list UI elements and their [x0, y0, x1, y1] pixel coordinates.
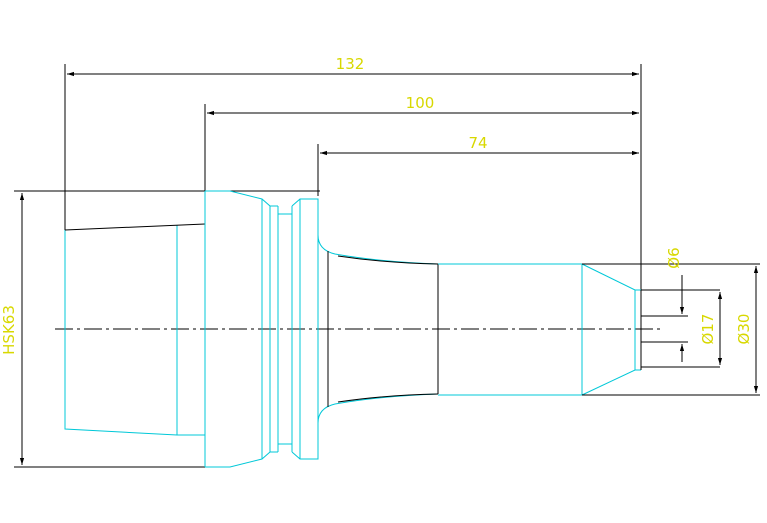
- nose-body: [438, 263, 642, 396]
- bore: [641, 289, 720, 368]
- dimension-74-label: 74: [468, 134, 487, 152]
- dimension-100-label: 100: [406, 94, 435, 112]
- dimension-132: 132: [64, 55, 642, 290]
- neck: [317, 199, 439, 459]
- dimension-d30: Ø30: [735, 266, 759, 393]
- dimension-100: 100: [204, 94, 639, 192]
- dimension-74: 74: [317, 134, 639, 196]
- dimension-d30-label: Ø30: [735, 314, 753, 345]
- dimension-d17: Ø17: [699, 292, 723, 365]
- dimension-d6: Ø6: [665, 247, 685, 362]
- flange: [205, 190, 319, 468]
- dimension-hsk63: HSK63: [0, 190, 320, 468]
- dimension-d17-label: Ø17: [699, 314, 717, 345]
- dimension-132-label: 132: [336, 55, 365, 73]
- taper-shank: [64, 191, 206, 467]
- dimension-hsk63-label: HSK63: [0, 305, 18, 355]
- dimension-d6-label: Ø6: [665, 247, 683, 268]
